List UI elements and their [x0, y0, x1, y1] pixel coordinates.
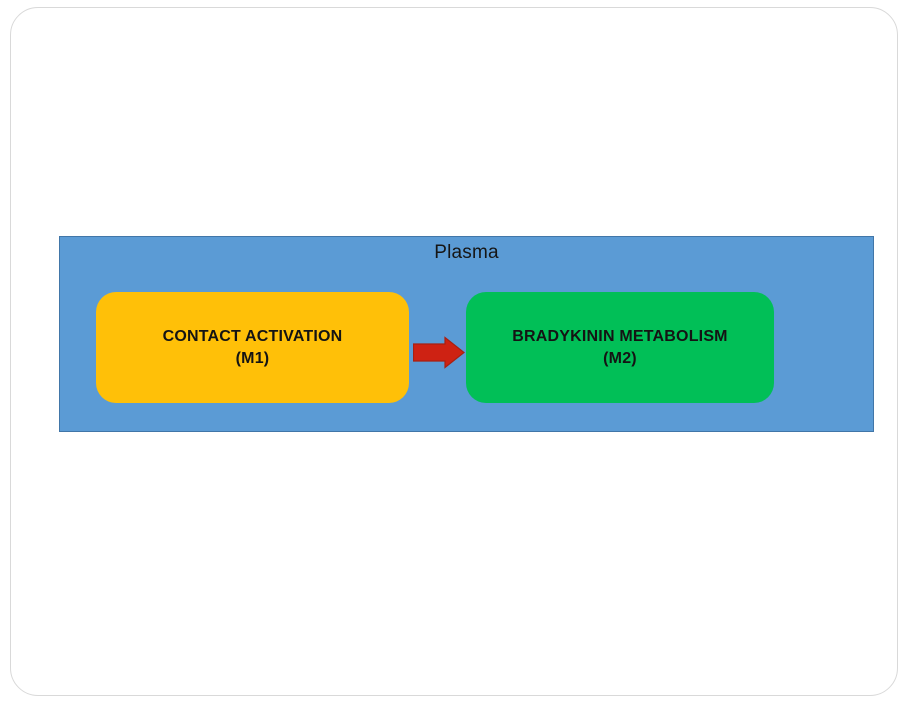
arrow-right-shape [413, 336, 465, 369]
m1-to-m2-connector [413, 334, 465, 371]
slide-canvas: Plasma CONTACT ACTIVATION (M1) BRADYKINI… [10, 7, 898, 696]
bradykinin-metabolism-node: BRADYKININ METABOLISM (M2) [466, 292, 774, 403]
bradykinin-metabolism-title: BRADYKININ METABOLISM [512, 327, 728, 345]
plasma-compartment: Plasma CONTACT ACTIVATION (M1) BRADYKINI… [59, 236, 874, 432]
arrow-right-icon [413, 336, 465, 369]
contact-activation-title: CONTACT ACTIVATION [162, 327, 343, 345]
contact-activation-subtitle: (M1) [235, 349, 270, 367]
bradykinin-metabolism-subtitle: (M2) [603, 349, 637, 367]
plasma-label: Plasma [434, 242, 499, 263]
contact-activation-node: CONTACT ACTIVATION (M1) [96, 292, 409, 403]
